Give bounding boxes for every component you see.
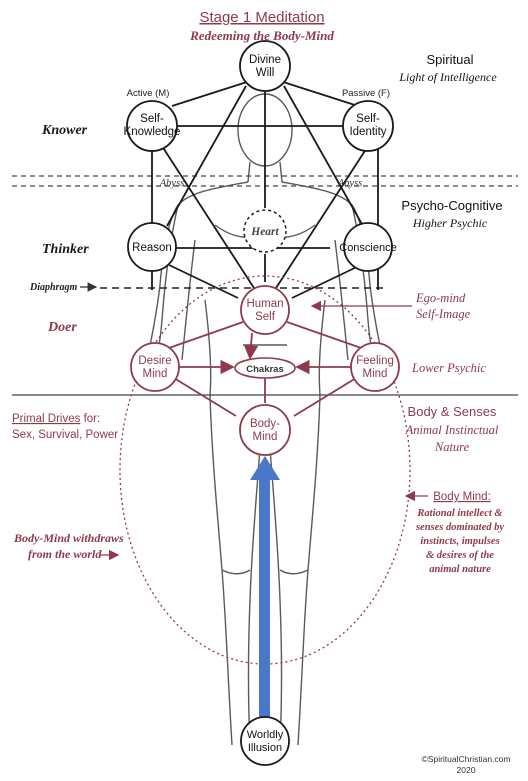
body-mind-description: Rational intellect & senses dominated by… (415, 508, 504, 575)
primal-drives-list: Sex, Survival, Power (12, 429, 118, 441)
withdraws-line: Body-Mind withdraws (13, 531, 124, 545)
figure-knees (221, 569, 309, 575)
node-label: Self- (356, 113, 380, 125)
knower-label: Knower (41, 123, 88, 138)
withdraws-line: from the world (28, 547, 102, 561)
body-mind-desc-line: Rational intellect & (416, 508, 503, 519)
psycho-cognitive-label: Psycho-Cognitive (401, 198, 502, 213)
node-conscience: Conscience (339, 222, 397, 272)
node-label: Heart (250, 226, 279, 238)
node-label: Feeling (356, 355, 394, 367)
primal-for-label: for: (80, 413, 100, 425)
page-title: Stage 1 Meditation (199, 9, 324, 26)
body-mind-desc-line: animal nature (429, 564, 491, 575)
node-label: Divine (249, 54, 281, 66)
lower-connectors (165, 321, 365, 417)
body-senses-label: Body & Senses (408, 404, 497, 419)
node-self-knowledge: Self- Knowledge (124, 100, 181, 152)
primal-drives-label: Primal Drives (12, 413, 81, 425)
node-label: Body- (250, 418, 280, 430)
node-label: Mind (143, 368, 168, 380)
doer-label: Doer (47, 320, 77, 335)
body-mind-desc-line: & desires of the (426, 550, 494, 561)
node-label: Human (246, 298, 283, 310)
copyright: ©SpiritualChristian.com (422, 754, 511, 764)
body-mind-desc-line: senses dominated by (415, 522, 504, 533)
body-mind-heading: Body Mind: (433, 491, 491, 503)
figure-neck (247, 161, 283, 183)
node-label: Chakras (246, 364, 284, 375)
node-divine-will: Divine Will (239, 40, 291, 92)
spiritual-label: Spiritual (427, 52, 474, 67)
node-label: Worldly (247, 729, 284, 741)
node-label: Reason (132, 242, 172, 254)
node-label: Conscience (339, 242, 396, 254)
thinker-label: Thinker (42, 242, 89, 257)
self-image-label: Self-Image (416, 307, 471, 321)
abyss-right-label: Abyss (337, 178, 363, 189)
node-label: Mind (363, 368, 388, 380)
node-label: Will (256, 67, 275, 79)
node-chakras: Chakras (234, 357, 296, 379)
node-label: Identity (349, 126, 386, 138)
node-label: Desire (138, 355, 171, 367)
node-human-self: Human Self (240, 285, 290, 335)
lower-psychic-label: Lower Psychic (411, 361, 486, 375)
node-label: Mind (253, 431, 278, 443)
primal-drives-heading: Primal Drives for: (12, 413, 100, 425)
node-self-identity: Self- Identity (342, 100, 394, 152)
body-mind-oval (119, 275, 411, 665)
node-reason: Reason (127, 222, 177, 272)
body-mind-desc-line: instincts, impulses (420, 536, 499, 547)
light-of-intelligence-label: Light of Intelligence (398, 70, 497, 84)
node-heart: Heart (243, 209, 287, 253)
upper-connectors (151, 80, 379, 299)
passive-label: Passive (F) (342, 88, 390, 99)
higher-psychic-label: Higher Psychic (412, 216, 488, 230)
page-subtitle: Redeeming the Body-Mind (189, 28, 334, 43)
figure-waist (204, 299, 326, 396)
node-label: Self- (140, 113, 164, 125)
node-feeling-mind: Feeling Mind (350, 342, 400, 392)
nature-label: Nature (434, 440, 470, 454)
node-desire-mind: Desire Mind (130, 342, 180, 392)
node-worldly-illusion: Worldly Illusion (240, 716, 290, 766)
node-label: Illusion (248, 742, 282, 754)
node-body-mind: Body- Mind (239, 404, 291, 456)
node-label: Self (255, 311, 276, 323)
node-label: Knowledge (124, 126, 181, 138)
active-label: Active (M) (127, 88, 170, 99)
ascent-arrow (250, 456, 280, 731)
abyss-left-label: Abyss (159, 178, 185, 189)
diaphragm-label: Diaphragm (29, 282, 77, 293)
copyright-year: 2020 (457, 765, 476, 775)
animal-instinctual-label: Animal Instinctual (405, 423, 499, 437)
ego-mind-label: Ego-mind (415, 291, 466, 305)
